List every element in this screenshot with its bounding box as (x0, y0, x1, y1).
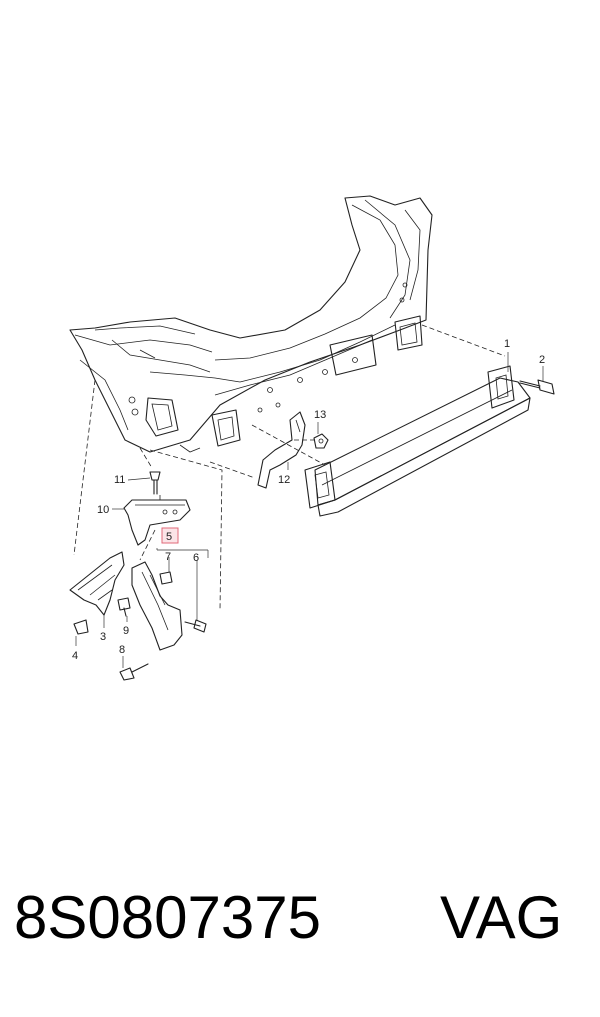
bolt-8 (119, 663, 149, 681)
leader-lines (75, 352, 544, 668)
rear-body-panel (69, 195, 433, 453)
callout-3: 3 (100, 631, 106, 643)
bracket-10 (123, 499, 191, 546)
bolt-2 (519, 379, 555, 395)
callout-1: 1 (504, 338, 510, 350)
brand-label: VAG (440, 884, 563, 951)
bracket-5 (131, 561, 183, 651)
bumper-reinforcement (304, 365, 531, 517)
callout-6: 6 (193, 552, 199, 564)
clip-4 (73, 619, 89, 635)
bracket-3 (69, 551, 125, 616)
callout-labels: 1 2 3 4 5 6 7 8 9 10 11 12 13 (72, 338, 545, 662)
assembly-guide-lines (73, 324, 506, 611)
callout-4: 4 (72, 650, 78, 662)
callout-8: 8 (119, 644, 125, 656)
bolt-11 (149, 471, 161, 495)
bolt-9 (117, 597, 131, 617)
callout-5: 5 (166, 531, 172, 543)
callout-10: 10 (97, 504, 109, 516)
callout-2: 2 (539, 354, 545, 366)
callout-11: 11 (114, 474, 125, 486)
callout-5-highlight (161, 527, 179, 544)
part-number: 8S0807375 (14, 884, 321, 951)
nut-13 (313, 433, 329, 449)
bolt-6 (184, 619, 207, 633)
callout-7: 7 (165, 551, 171, 563)
callout-13: 13 (314, 409, 326, 421)
nut-7 (159, 571, 173, 585)
callout-12: 12 (278, 474, 290, 486)
bracket-12 (257, 411, 306, 489)
callout-9: 9 (123, 625, 129, 637)
